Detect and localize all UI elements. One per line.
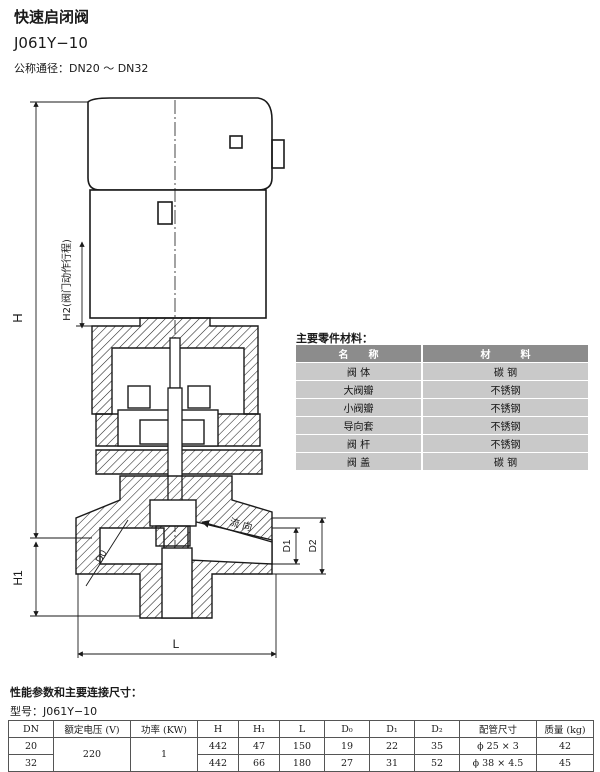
col-pipe: 配管尺寸: [459, 720, 537, 738]
part-material: 不锈钢: [422, 380, 588, 399]
col-dn: DN: [8, 720, 54, 738]
cell-H: 442: [197, 754, 239, 772]
cell-D1: 22: [369, 737, 415, 755]
dim-label-D0: D0: [94, 548, 110, 565]
col-D0: D₀: [324, 720, 370, 738]
dim-label-L: L: [173, 637, 180, 651]
product-title: 快速启闭阀: [14, 8, 90, 26]
col-voltage: 额定电压 (V): [53, 720, 131, 738]
table-row: 阀 体 碳 钢: [296, 362, 588, 381]
table-row: 阀 盖 碳 钢: [296, 452, 588, 471]
cell-dn: 32: [8, 754, 54, 772]
col-L: L: [279, 720, 325, 738]
cell-voltage: 220: [53, 737, 131, 772]
cell-D1: 31: [369, 754, 415, 772]
materials-table: 名 称 材 料 阀 体 碳 钢 大阀瓣 不锈钢 小阀瓣 不锈钢 导向套 不锈钢 …: [296, 345, 588, 471]
performance-title: 性能参数和主要连接尺寸：: [10, 686, 142, 699]
cell-H1: 47: [238, 737, 280, 755]
performance-model: 型号：J061Y−10: [10, 705, 98, 718]
table-row: 20 220 1 442 47 150 19 22 35 ϕ 25 × 3 42: [8, 737, 594, 772]
performance-header-row: DN 额定电压 (V) 功率 (KW) H H₁ L D₀ D₁ D₂ 配管尺寸…: [8, 720, 594, 738]
col-D1: D₁: [369, 720, 415, 738]
table-row: 大阀瓣 不锈钢: [296, 380, 588, 399]
table-row: 小阀瓣 不锈钢: [296, 398, 588, 417]
col-power: 功率 (KW): [130, 720, 198, 738]
table-row: 导向套 不锈钢: [296, 416, 588, 435]
part-material: 不锈钢: [422, 434, 588, 453]
dim-label-H: H: [10, 313, 25, 322]
dimension-lines: [30, 101, 326, 658]
cell-L: 150: [279, 737, 325, 755]
nominal-diameter: 公称通径：DN20 ～ DN32: [14, 62, 149, 75]
part-name: 阀 盖: [296, 452, 423, 471]
col-H: H: [197, 720, 239, 738]
part-name: 小阀瓣: [296, 398, 423, 417]
cell-L: 180: [279, 754, 325, 772]
actuator-motor: [87, 97, 285, 319]
cell-H: 442: [197, 737, 239, 755]
dim-label-H2: H2(阀门动作行程): [60, 239, 73, 321]
flow-arrow: [201, 520, 273, 543]
materials-header-material: 材 料: [422, 345, 588, 363]
cell-D0: 19: [324, 737, 370, 755]
part-name: 导向套: [296, 416, 423, 435]
cell-power: 1: [130, 737, 198, 772]
cell-pipe: ϕ 38 × 4.5: [459, 754, 537, 772]
valve-body: [75, 475, 273, 619]
part-name: 阀 杆: [296, 434, 423, 453]
cell-pipe: ϕ 25 × 3: [459, 737, 537, 755]
col-H1: H₁: [238, 720, 280, 738]
table-row: 阀 杆 不锈钢: [296, 434, 588, 453]
cell-H1: 66: [238, 754, 280, 772]
part-name: 大阀瓣: [296, 380, 423, 399]
cell-dn: 20: [8, 737, 54, 755]
materials-header-name: 名 称: [296, 345, 423, 363]
dim-label-D2: D2: [308, 539, 319, 552]
valve-drawing: H H1 H2(阀门动作行程) L D0 D1 D2 流 向: [10, 97, 326, 658]
product-model: J061Y−10: [14, 34, 88, 52]
part-material: 不锈钢: [422, 416, 588, 435]
cell-D2: 52: [414, 754, 460, 772]
dim-label-H1: H1: [11, 570, 25, 586]
cell-D2: 35: [414, 737, 460, 755]
table-row: 32 442 66 180 27 31 52 ϕ 38 × 4.5 45: [8, 754, 594, 772]
part-material: 碳 钢: [422, 362, 588, 381]
part-name: 阀 体: [296, 362, 423, 381]
cell-mass: 45: [536, 754, 594, 772]
performance-table: DN 额定电压 (V) 功率 (KW) H H₁ L D₀ D₁ D₂ 配管尺寸…: [8, 720, 594, 772]
materials-header-row: 名 称 材 料: [296, 345, 588, 363]
dim-label-D1: D1: [282, 539, 293, 552]
part-material: 碳 钢: [422, 452, 588, 471]
part-material: 不锈钢: [422, 398, 588, 417]
materials-title: 主要零件材料：: [296, 332, 373, 345]
cell-D0: 27: [324, 754, 370, 772]
cell-mass: 42: [536, 737, 594, 755]
col-D2: D₂: [414, 720, 460, 738]
col-mass: 质量 (kg): [536, 720, 594, 738]
